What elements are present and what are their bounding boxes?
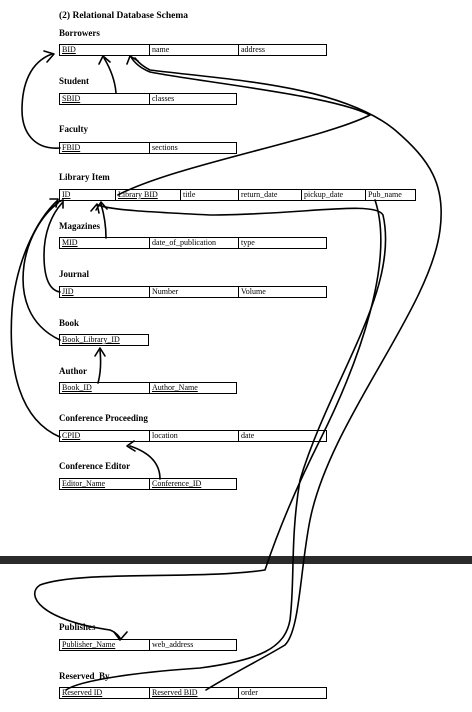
arrowhead-mid-to-id [95, 201, 108, 211]
arrowhead-cpid-to-id [49, 198, 59, 208]
student-sbid: SBID [60, 94, 150, 104]
reserved-by-reserved-bid: Reserved BID [150, 688, 239, 698]
library-item-heading: Library Item [59, 172, 110, 182]
arrowhead-sbid-to-bid [98, 55, 111, 65]
library-item-title: title [181, 190, 239, 200]
book-library-id: Book_Library_ID [62, 335, 120, 344]
author-name: Author_Name [152, 383, 198, 392]
reserved-by-heading: Reserved_By [59, 671, 110, 681]
faculty-sections: sections [152, 143, 178, 152]
arrow-mid-to-id [100, 203, 107, 239]
faculty-heading: Faculty [59, 124, 88, 134]
conference-proceeding-table: CPID location date [59, 430, 327, 442]
conference-editor-editor-name: Editor_Name [60, 479, 150, 489]
journal-volume: Volume [241, 287, 266, 296]
magazines-mid: MID [60, 238, 150, 248]
reserved-by-order: order [241, 688, 258, 697]
magazines-date-of-publication: date_of_publication [150, 238, 239, 248]
journal-heading: Journal [59, 269, 90, 279]
conference-proceeding-location: location [150, 431, 239, 441]
journal-table: JID Number Volume [59, 286, 327, 298]
library-item-pub-name: Pub_name [368, 190, 402, 199]
magazines-table: MID date_of_publication type [59, 237, 327, 249]
arrow-bookid-to-booklibid [97, 349, 102, 384]
conference-proceeding-heading: Conference Proceeding [59, 413, 148, 423]
conference-editor-heading: Conference Editor [59, 461, 131, 471]
borrowers-name: name [150, 45, 239, 55]
arrowhead-bookid-to-booklibid [94, 347, 106, 357]
student-table: SBID classes [59, 93, 237, 105]
reserved-by-reserved-id: Reserved ID [60, 688, 150, 698]
arrowhead-reservedid-to-id [90, 203, 100, 214]
faculty-table: FBID sections [59, 142, 237, 154]
arrow-book-to-id [22, 202, 61, 341]
library-item-table: ID Library BID title return_date pickup_… [59, 189, 416, 201]
publishes-heading: Publishes [59, 622, 96, 632]
borrowers-heading: Borrowers [59, 28, 100, 38]
journal-jid: JID [60, 287, 150, 297]
student-classes: classes [152, 94, 175, 103]
publishes-web-address: web_address [152, 640, 194, 649]
journal-number: Number [150, 287, 239, 297]
arrowhead-fbid-to-bid [43, 50, 55, 63]
borrowers-bid: BID [60, 45, 150, 55]
magazines-heading: Magazines [59, 221, 100, 231]
arrow-librarybid-to-bid [117, 56, 371, 196]
arrowhead-librarybid-to-bid [126, 55, 139, 65]
library-item-id: ID [60, 190, 116, 200]
author-table: Book_ID Author_Name [59, 382, 237, 394]
borrowers-address: address [241, 45, 265, 54]
author-book-id: Book_ID [60, 383, 150, 393]
conference-proceeding-date: date [241, 431, 255, 440]
arrow-reservedid-to-id [65, 204, 387, 691]
borrowers-table: BID name address [59, 44, 327, 56]
arrow-cpid-to-id [10, 199, 61, 438]
publishes-table: Publisher_Name web_address [59, 639, 237, 651]
arrowhead-confid-to-cpid [126, 440, 136, 452]
library-item-library-bid: Library BID [116, 190, 181, 200]
library-item-return-date: return_date [239, 190, 302, 200]
author-heading: Author [59, 366, 88, 376]
schema-title: (2) Relational Database Schema [59, 11, 189, 21]
arrow-sbid-to-bid [103, 57, 117, 94]
reserved-by-table: Reserved ID Reserved BID order [59, 687, 327, 699]
library-item-pickup-date: pickup_date [302, 190, 366, 200]
conference-editor-table: Editor_Name Conference_ID [59, 478, 237, 490]
arrow-fbid-to-bid [21, 53, 61, 149]
book-heading: Book [59, 318, 80, 328]
conference-proceeding-cpid: CPID [60, 431, 150, 441]
page-break [0, 556, 472, 564]
faculty-fbid: FBID [60, 143, 150, 153]
magazines-type: type [241, 238, 255, 247]
student-heading: Student [59, 76, 90, 86]
arrowhead-jid-to-id [55, 199, 64, 209]
conference-editor-conference-id: Conference_ID [152, 479, 202, 488]
arrow-confid-to-cpid [129, 445, 161, 480]
book-table: Book_Library_ID [59, 334, 149, 346]
publishes-publisher-name: Publisher_Name [60, 640, 150, 650]
